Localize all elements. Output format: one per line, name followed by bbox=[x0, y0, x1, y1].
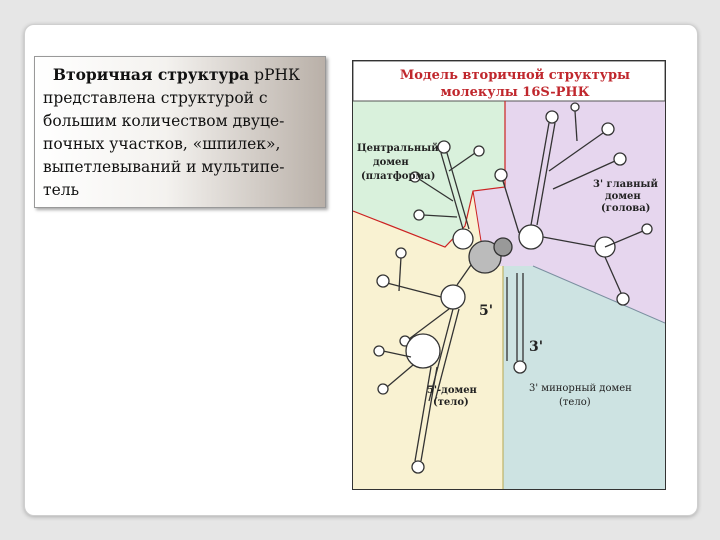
five-prime-domain-label-1: 5'-домен bbox=[427, 385, 477, 396]
central-domain-region bbox=[353, 101, 505, 247]
description-text-box: Вторичная структура рРНК представлена ст… bbox=[34, 56, 326, 208]
three-prime-end-label: 3' bbox=[529, 339, 543, 355]
stem-central-1b bbox=[446, 152, 470, 230]
loop-central-1 bbox=[437, 140, 451, 154]
central-domain-label-3: (платформа) bbox=[361, 171, 435, 182]
loop-major-2 bbox=[601, 122, 615, 136]
stem-five-1 bbox=[456, 264, 472, 286]
stem-five-5 bbox=[382, 350, 412, 358]
minor-domain-label: 3' минорный домен (тело) bbox=[529, 383, 632, 408]
loop-central-3 bbox=[413, 209, 425, 221]
description-paragraph: Вторичная структура рРНК представлена ст… bbox=[43, 63, 317, 202]
stem-central-1 bbox=[440, 152, 464, 230]
stem-five-4 bbox=[428, 308, 454, 402]
stem-major-3 bbox=[552, 160, 616, 190]
stem-major-4 bbox=[542, 236, 598, 248]
loop-major-hub bbox=[518, 224, 544, 250]
loop-five-2 bbox=[376, 274, 390, 288]
domain-boundary-diagonal bbox=[532, 265, 665, 324]
major-domain-label-2: домен bbox=[605, 191, 641, 202]
figure-title-line-1: Модель вторичной структуры bbox=[400, 68, 630, 83]
minor-domain-label-2: (тело) bbox=[559, 397, 591, 408]
major-domain-label-3: (голова) bbox=[601, 203, 650, 214]
hub-loop-upper bbox=[452, 228, 474, 250]
five-prime-domain-label-2: (тело) bbox=[433, 397, 469, 408]
figure-title-line-2: молекулы 16S-РНК bbox=[440, 85, 589, 100]
loop-major-3 bbox=[613, 152, 627, 166]
stem-major-8 bbox=[574, 110, 578, 142]
hub-loop-right bbox=[493, 237, 513, 257]
stem-five-3 bbox=[408, 308, 450, 340]
text-line-5: выпетлевываний и мультипе- bbox=[43, 158, 285, 176]
stem-major-2 bbox=[548, 132, 604, 172]
major-domain-label-1: 3' главный bbox=[593, 179, 658, 190]
stem-major-6 bbox=[604, 256, 622, 294]
figure-title-box bbox=[353, 61, 665, 102]
stem-five-7b bbox=[420, 366, 438, 462]
text-line-1-bold: Вторичная структура bbox=[52, 65, 250, 84]
loop-central-4 bbox=[473, 145, 485, 157]
stem-five-4b bbox=[434, 308, 460, 402]
text-line-4: почных участков, «шпилек», bbox=[43, 135, 281, 153]
text-line-2: представлена структурой с bbox=[43, 89, 268, 107]
loop-five-7 bbox=[411, 460, 425, 474]
rrna-diagram-svg: Модель вторичной структуры молекулы 16S-… bbox=[353, 61, 665, 489]
stem-major-5 bbox=[604, 230, 644, 248]
major-domain-label: 3' главный домен (голова) bbox=[593, 179, 658, 214]
text-line-6: тель bbox=[43, 181, 80, 199]
hub-loop-main bbox=[468, 240, 502, 274]
loop-five-6 bbox=[377, 383, 389, 395]
minor-domain-label-1: 3' минорный домен bbox=[529, 383, 632, 394]
loop-five-4 bbox=[405, 333, 441, 369]
stem-five-8 bbox=[398, 256, 402, 292]
central-domain-label: Центральный домен (платформа) bbox=[357, 143, 439, 182]
loop-major-1 bbox=[545, 110, 559, 124]
minor-domain-region bbox=[503, 266, 665, 489]
text-line-1-rest: рРНК bbox=[249, 66, 301, 84]
loop-five-hub bbox=[440, 284, 466, 310]
stem-five-6 bbox=[386, 364, 414, 388]
stem-five-2 bbox=[386, 282, 442, 298]
stem-major-1b bbox=[536, 122, 556, 226]
loop-major-8 bbox=[570, 102, 580, 112]
text-line-1: Вторичная структура рРНК bbox=[43, 63, 317, 87]
stem-central-3 bbox=[422, 214, 458, 218]
stem-major-7 bbox=[502, 180, 520, 234]
loop-five-5 bbox=[373, 345, 385, 357]
stem-five-7 bbox=[414, 366, 432, 462]
stem-major-1 bbox=[530, 122, 550, 226]
central-domain-label-1: Центральный bbox=[357, 143, 439, 154]
loop-major-5 bbox=[641, 223, 653, 235]
five-prime-domain-label: 5'-домен (тело) bbox=[427, 385, 477, 408]
loop-major-7 bbox=[494, 168, 508, 182]
five-prime-end-label: 5' bbox=[479, 303, 493, 319]
text-line-3: большим количеством двуце- bbox=[43, 112, 285, 130]
stem-central-4 bbox=[448, 152, 476, 172]
loop-five-8 bbox=[395, 247, 407, 259]
rrna-structure-drawing bbox=[373, 102, 653, 474]
stem-central-2 bbox=[418, 178, 454, 202]
loop-central-2 bbox=[409, 171, 421, 183]
rrna-structure-figure: Модель вторичной структуры молекулы 16S-… bbox=[352, 60, 666, 490]
central-domain-label-2: домен bbox=[373, 157, 409, 168]
loop-minor-1 bbox=[513, 360, 527, 374]
loop-major-6 bbox=[616, 292, 630, 306]
